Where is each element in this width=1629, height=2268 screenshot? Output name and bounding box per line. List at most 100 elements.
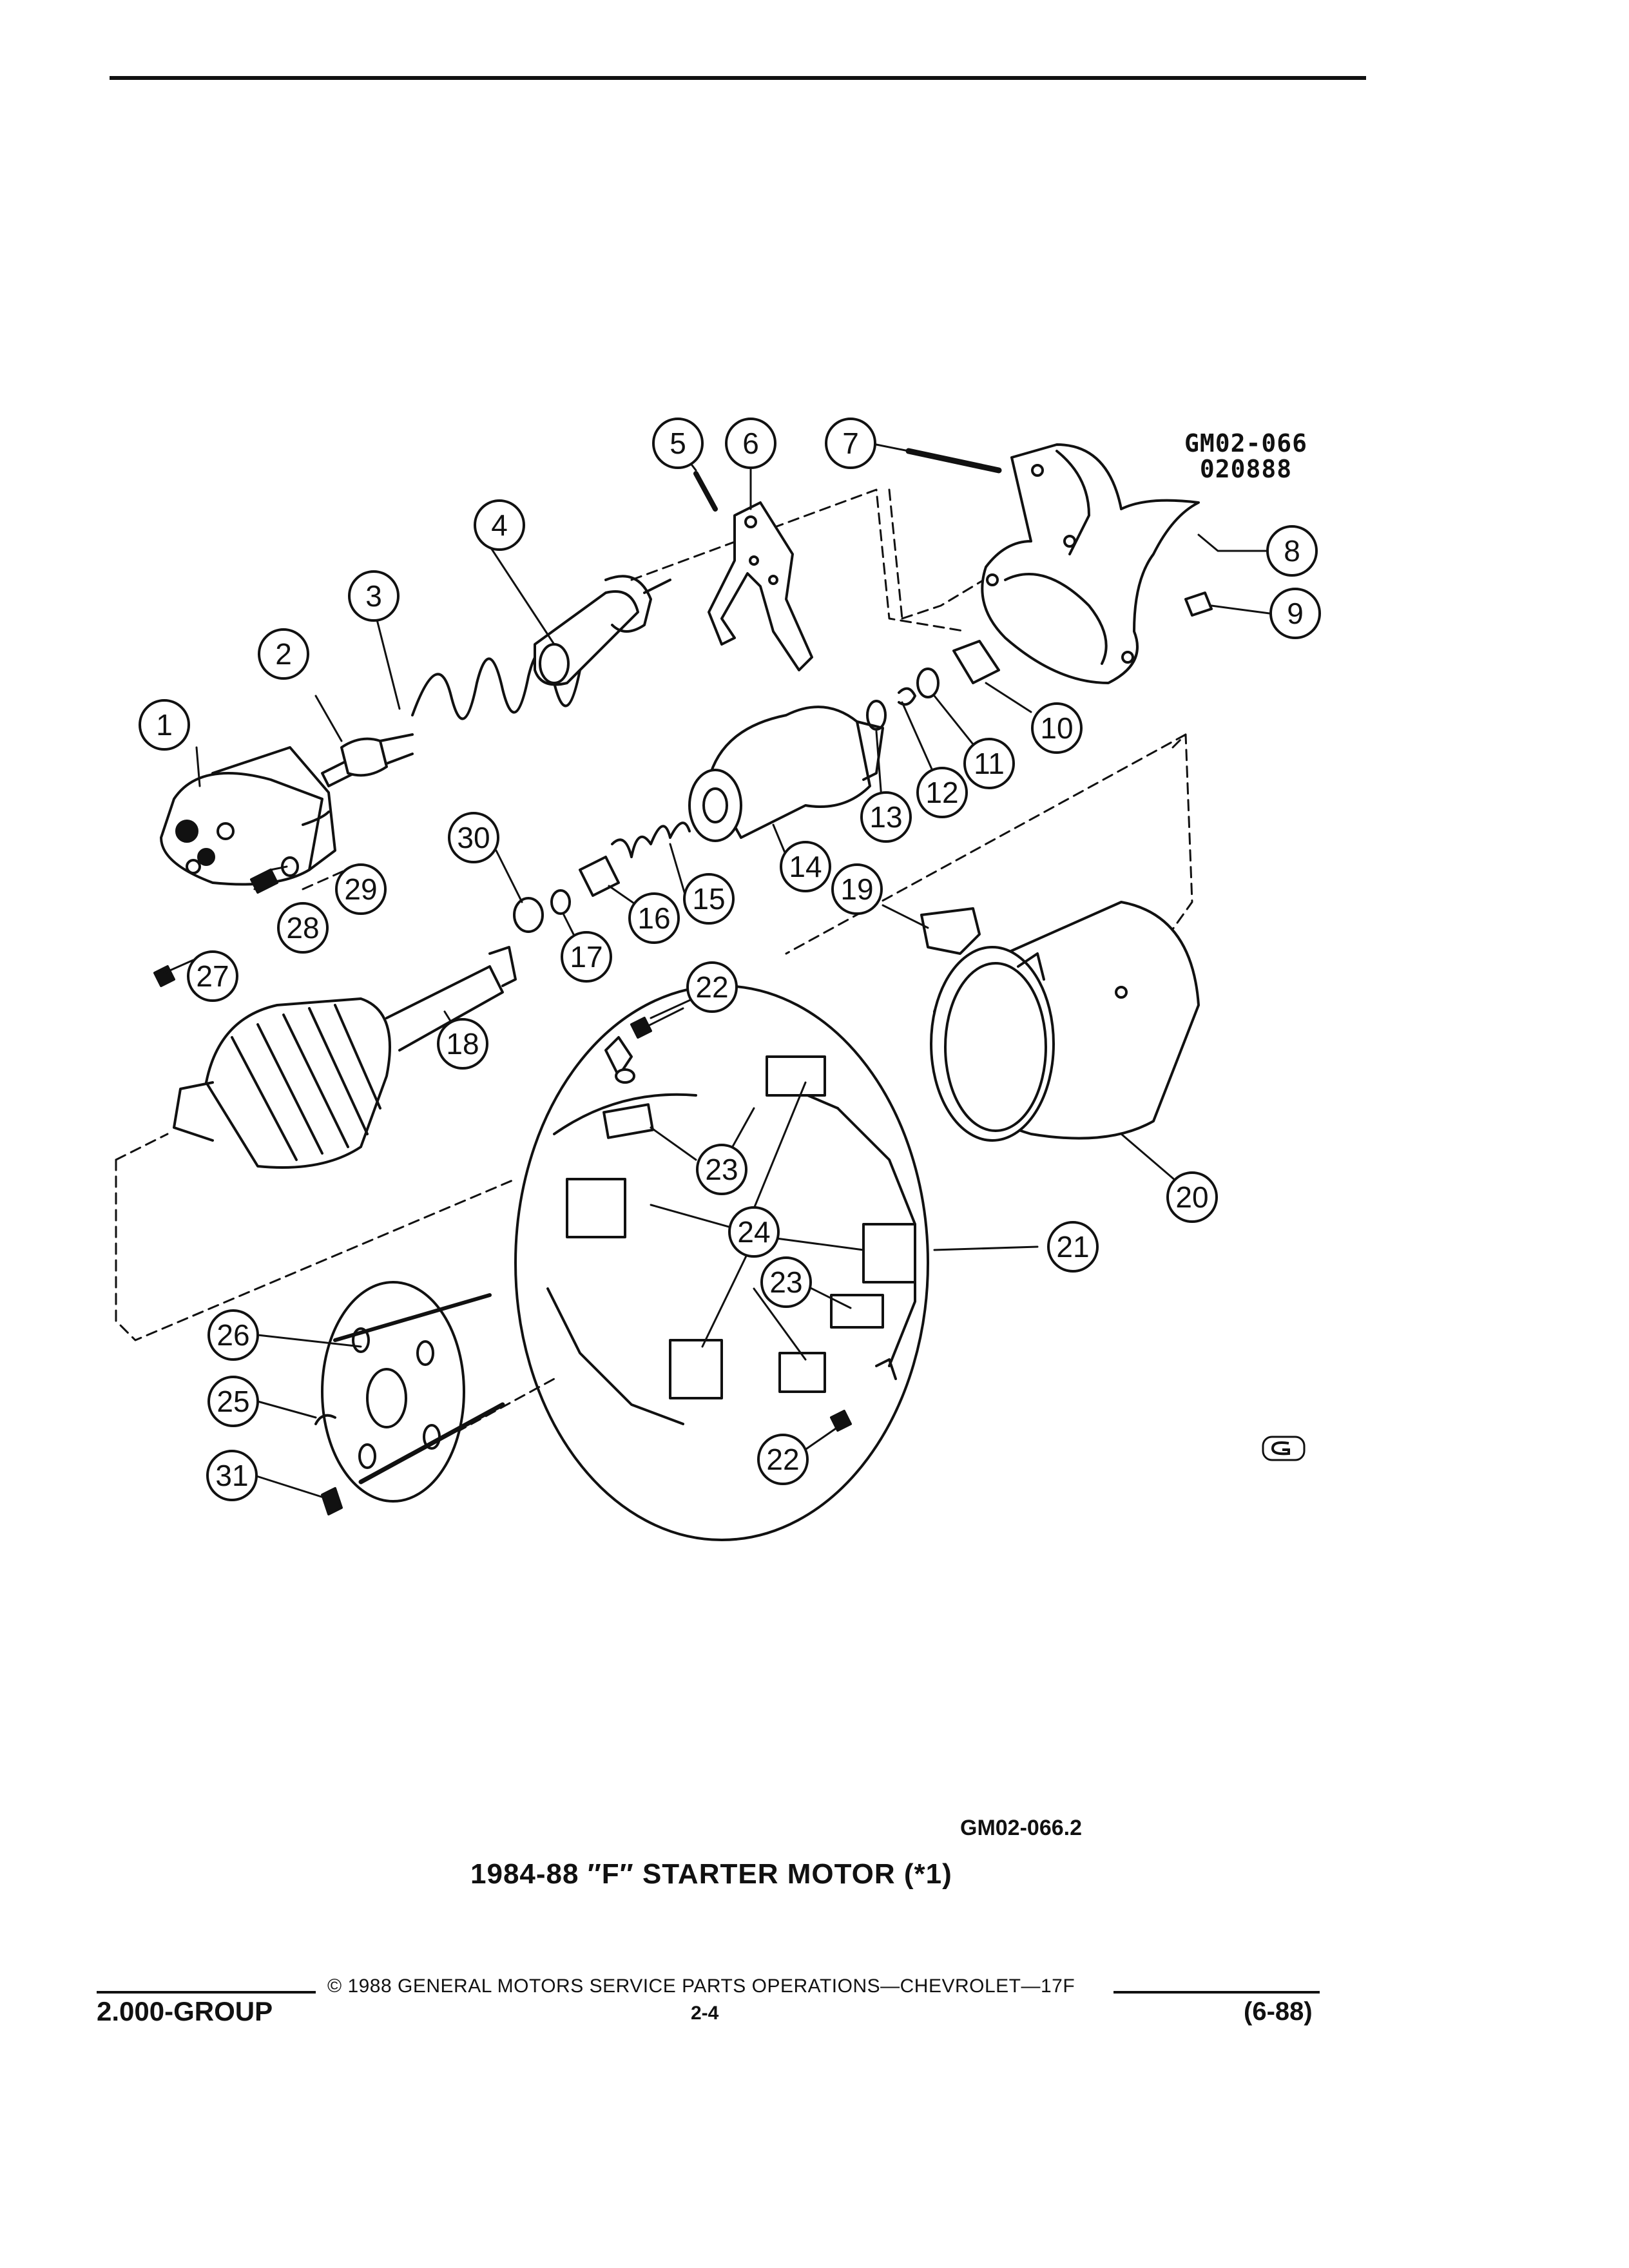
callout-19: 19 bbox=[831, 863, 883, 915]
part-bracket bbox=[920, 907, 981, 955]
part-drive-housing bbox=[981, 443, 1200, 684]
callout-17: 17 bbox=[561, 931, 612, 983]
svg-text:21: 21 bbox=[1056, 1230, 1089, 1264]
part-end-frame bbox=[314, 1281, 505, 1515]
svg-text:1: 1 bbox=[156, 708, 173, 742]
svg-text:5: 5 bbox=[670, 427, 686, 460]
callout-26: 26 bbox=[207, 1309, 259, 1361]
callouts: 1 2 3 4 5 6 7 8 9 10 11 12 13 14 15 16 1… bbox=[139, 418, 1321, 1501]
part-drive-assembly bbox=[688, 706, 884, 842]
callout-30: 30 bbox=[448, 812, 499, 863]
svg-text:17: 17 bbox=[570, 940, 602, 974]
callout-10: 10 bbox=[1031, 702, 1083, 754]
callout-28: 28 bbox=[277, 902, 329, 954]
svg-text:15: 15 bbox=[692, 882, 725, 916]
svg-text:11: 11 bbox=[974, 747, 1005, 780]
footer-page-number: 2-4 bbox=[691, 2003, 719, 2024]
footer-group: 2.000-GROUP bbox=[97, 1996, 273, 2026]
drawing-id-line2: 020888 bbox=[1199, 455, 1293, 483]
svg-text:22: 22 bbox=[695, 970, 728, 1004]
callout-4: 4 bbox=[474, 499, 525, 551]
svg-text:6: 6 bbox=[742, 427, 759, 460]
callout-29: 29 bbox=[335, 863, 387, 915]
callout-23-lower: 23 bbox=[760, 1256, 812, 1308]
svg-text:9: 9 bbox=[1287, 597, 1304, 630]
drawing-id: GM02-066 020888 bbox=[1184, 430, 1307, 482]
callout-2: 2 bbox=[258, 628, 309, 680]
callout-12: 12 bbox=[916, 767, 968, 818]
callout-25: 25 bbox=[207, 1376, 259, 1427]
part-brush-holder bbox=[514, 985, 929, 1541]
svg-text:19: 19 bbox=[840, 872, 873, 906]
callout-24: 24 bbox=[728, 1206, 780, 1258]
svg-text:20: 20 bbox=[1175, 1180, 1208, 1214]
callout-15: 15 bbox=[683, 873, 735, 925]
figure-title: 1984-88 ″F″ STARTER MOTOR (*1) bbox=[470, 1858, 952, 1890]
part-screw-22-lower bbox=[830, 1410, 852, 1432]
svg-text:23: 23 bbox=[705, 1153, 738, 1186]
part-nut bbox=[1184, 591, 1213, 617]
part-bushing-washers bbox=[866, 640, 1000, 731]
drawing-id-line1: GM02-066 bbox=[1184, 429, 1308, 457]
svg-text:4: 4 bbox=[491, 508, 508, 542]
svg-text:3: 3 bbox=[365, 579, 382, 613]
svg-text:7: 7 bbox=[842, 427, 859, 460]
footer-copyright: © 1988 GENERAL MOTORS SERVICE PARTS OPER… bbox=[327, 1975, 1075, 1997]
svg-text:28: 28 bbox=[286, 911, 319, 945]
callout-9: 9 bbox=[1269, 588, 1321, 639]
svg-text:23: 23 bbox=[769, 1265, 802, 1299]
part-pin bbox=[693, 471, 718, 512]
callout-8: 8 bbox=[1266, 525, 1318, 577]
callout-23-upper: 23 bbox=[696, 1144, 747, 1195]
callout-5: 5 bbox=[652, 418, 704, 469]
callout-11: 11 bbox=[963, 738, 1015, 789]
part-ring-17 bbox=[550, 889, 571, 915]
callout-21: 21 bbox=[1047, 1221, 1099, 1273]
svg-text:25: 25 bbox=[217, 1385, 249, 1418]
part-screw-22-upper bbox=[630, 1017, 652, 1039]
svg-text:18: 18 bbox=[446, 1027, 479, 1061]
svg-text:29: 29 bbox=[344, 872, 377, 906]
svg-text:12: 12 bbox=[925, 776, 958, 809]
svg-text:13: 13 bbox=[869, 800, 902, 834]
footer-date: (6-88) bbox=[1244, 1997, 1313, 2026]
part-collar bbox=[579, 856, 620, 897]
part-shaft bbox=[534, 575, 671, 686]
svg-text:30: 30 bbox=[457, 821, 490, 854]
callout-13: 13 bbox=[860, 791, 912, 843]
callout-14: 14 bbox=[780, 841, 831, 892]
svg-text:24: 24 bbox=[737, 1215, 770, 1249]
callout-22-lower: 22 bbox=[757, 1434, 809, 1485]
svg-text:27: 27 bbox=[196, 959, 229, 993]
top-rule bbox=[110, 76, 1366, 80]
svg-text:10: 10 bbox=[1040, 711, 1073, 745]
svg-text:14: 14 bbox=[789, 850, 822, 883]
callout-3: 3 bbox=[348, 570, 400, 622]
callout-31: 31 bbox=[206, 1450, 258, 1501]
callout-18: 18 bbox=[437, 1018, 488, 1070]
svg-text:22: 22 bbox=[766, 1443, 799, 1476]
part-armature bbox=[173, 946, 517, 1169]
part-plunger bbox=[321, 733, 414, 787]
part-ring-30 bbox=[513, 897, 544, 933]
footer-rule-right bbox=[1113, 1991, 1320, 1994]
svg-text:31: 31 bbox=[215, 1459, 248, 1492]
part-bolt bbox=[905, 448, 1002, 474]
part-field-frame bbox=[930, 901, 1200, 1142]
gm-logo-icon bbox=[1262, 1436, 1306, 1461]
svg-text:8: 8 bbox=[1284, 534, 1300, 568]
svg-text:26: 26 bbox=[217, 1318, 249, 1352]
svg-text:16: 16 bbox=[637, 901, 670, 935]
callout-27: 27 bbox=[187, 950, 238, 1002]
figure-ref-code: GM02-066.2 bbox=[960, 1816, 1082, 1840]
part-solenoid bbox=[160, 746, 336, 886]
footer-rule-left bbox=[97, 1991, 316, 1994]
svg-text:2: 2 bbox=[275, 637, 292, 671]
callout-1: 1 bbox=[139, 699, 190, 751]
callout-22-upper: 22 bbox=[686, 961, 738, 1013]
callout-7: 7 bbox=[825, 418, 876, 469]
callout-6: 6 bbox=[725, 418, 776, 469]
callout-16: 16 bbox=[628, 892, 680, 944]
